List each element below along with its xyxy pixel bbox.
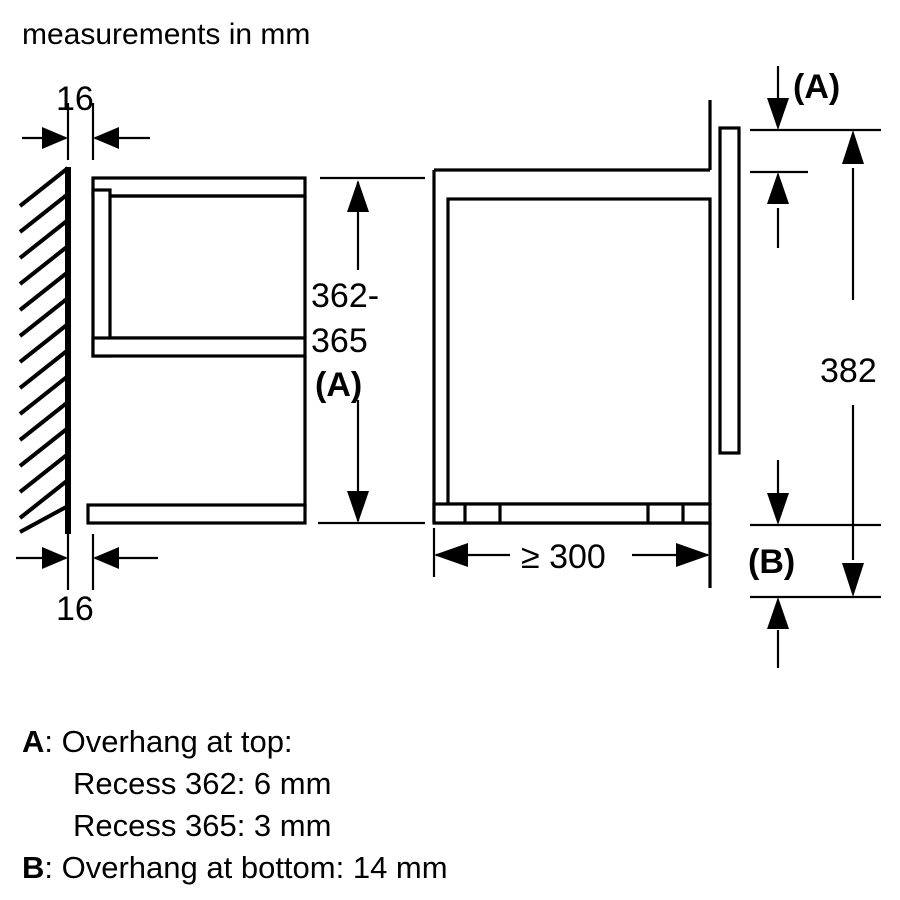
legend-line-2: Recess 362: 6 mm <box>73 766 331 801</box>
legend-text-a: : Overhang at top: <box>44 724 292 759</box>
legend-line-4: B: Overhang at bottom: 14 mm <box>22 850 448 885</box>
dimension-wall-gap-top: 16 <box>22 80 150 160</box>
legend-line-3: Recess 365: 3 mm <box>73 808 331 843</box>
arrow-up-head <box>842 130 864 164</box>
diagram-title: measurements in mm <box>22 18 310 51</box>
front-view-door-panel <box>718 126 741 455</box>
arrow-right-head <box>676 543 710 567</box>
dimension-label-overhang-top: (A) <box>793 68 840 106</box>
legend: A: Overhang at top: Recess 362: 6 mm Rec… <box>22 724 448 885</box>
arrow-down-head <box>842 563 864 597</box>
arrow-left-head <box>93 547 119 569</box>
front-view-base-strip <box>432 502 712 525</box>
dimension-label-total-height: 382 <box>820 352 877 390</box>
legend-text-b: : Overhang at bottom: 14 mm <box>44 850 447 885</box>
dimension-overhang-top: (A) <box>750 66 881 248</box>
dimension-wall-gap-bottom: 16 <box>16 534 158 628</box>
arrow-up-head <box>767 597 789 629</box>
side-view-door-panel <box>91 188 112 358</box>
arrow-right-head <box>42 547 68 569</box>
side-view-shelf-board <box>91 336 307 358</box>
dimension-label-wall-gap-top: 16 <box>56 80 94 118</box>
dimension-label-niche-height-line2: 365 <box>311 322 368 360</box>
arrow-left-head <box>93 127 119 149</box>
arrow-down-head <box>347 491 369 523</box>
arrow-left-head <box>434 543 468 567</box>
dimension-label-wall-gap-bottom: 16 <box>56 590 94 628</box>
legend-key-b: B <box>22 850 44 885</box>
dimension-niche-height: 362- 365 (A) <box>311 176 425 525</box>
dimension-label-niche-height-marker-a: (A) <box>315 366 362 404</box>
arrow-down-head <box>767 493 789 525</box>
front-view-appliance-cavity <box>446 197 712 506</box>
legend-key-a: A <box>22 724 44 759</box>
arrow-right-head <box>42 127 68 149</box>
dimension-label-min-depth: ≥ 300 <box>521 538 606 576</box>
arrow-down-head <box>767 98 789 130</box>
wall-hatching <box>18 166 71 534</box>
side-section-view: 16 16 <box>16 80 307 628</box>
dimension-label-niche-height-line1: 362- <box>311 277 379 315</box>
front-section-view: ≥ 300 (A) (B) <box>432 66 881 668</box>
dimension-overhang-bottom: (B) <box>748 460 881 668</box>
side-view-bottom-board <box>86 503 307 525</box>
dimension-min-depth: ≥ 300 <box>432 528 712 577</box>
dimension-total-height: 382 <box>820 130 877 597</box>
dimension-label-overhang-bottom: (B) <box>748 543 795 581</box>
arrow-up-head <box>347 180 369 212</box>
arrow-up-head <box>767 172 789 204</box>
legend-line-1: A: Overhang at top: <box>22 724 293 759</box>
side-view-top-board <box>91 176 307 198</box>
